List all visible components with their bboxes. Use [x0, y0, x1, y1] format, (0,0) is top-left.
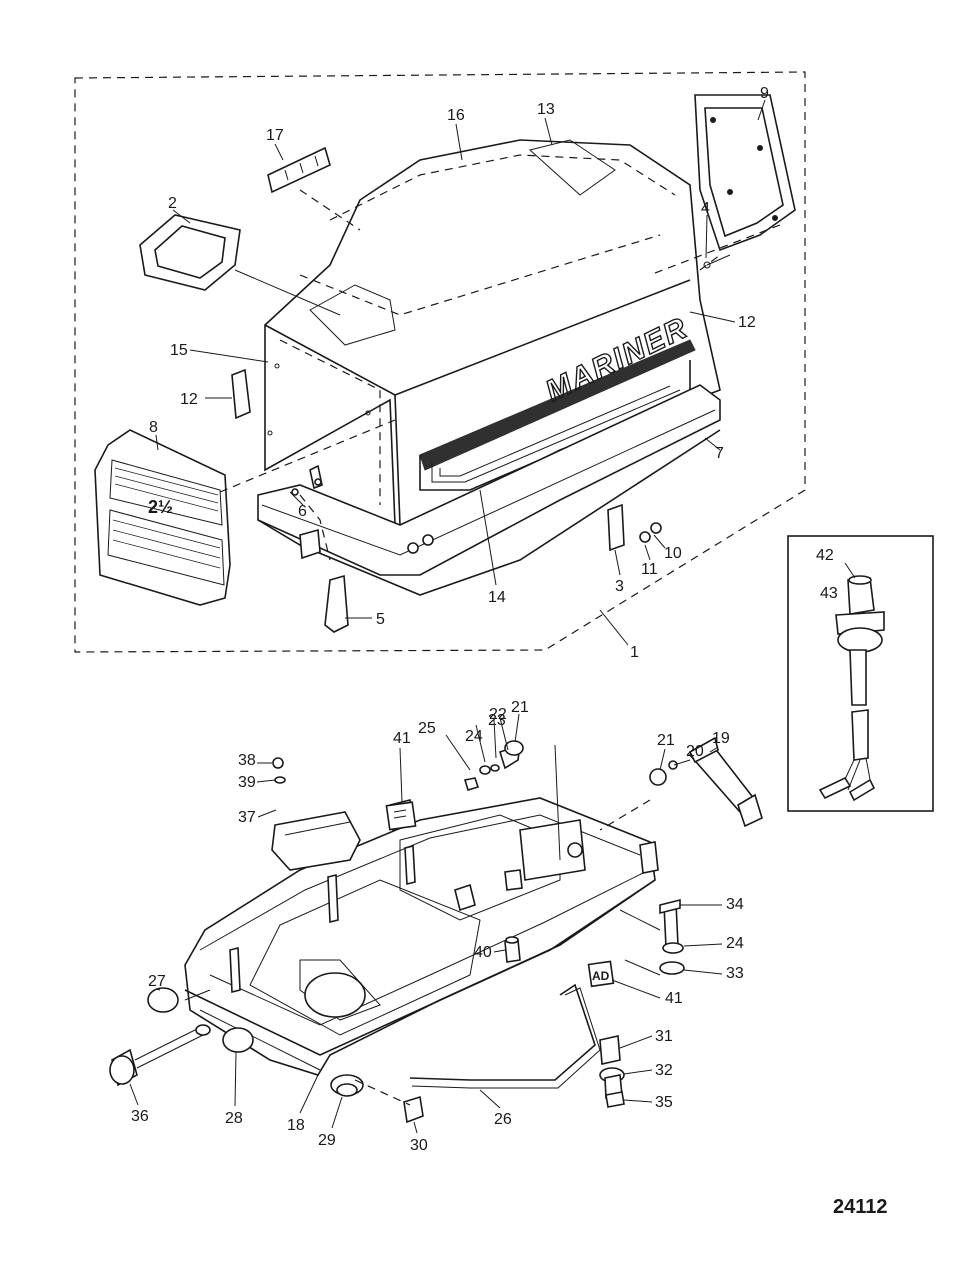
callout-6: 6 [298, 503, 307, 520]
top-cowl: MARINER [264, 139, 721, 526]
callout-12-right: 12 [738, 314, 756, 331]
callout-21-top: 21 [511, 699, 529, 716]
callout-18: 18 [287, 1117, 305, 1134]
callout-12-left: 12 [180, 391, 198, 408]
hardware-top [271, 736, 763, 963]
callout-43: 43 [820, 585, 838, 602]
callout-26: 26 [494, 1111, 512, 1128]
leader-lines [184, 744, 661, 1106]
callout-35: 35 [655, 1094, 673, 1111]
callout-19: 19 [712, 730, 730, 747]
callout-34: 34 [726, 896, 744, 913]
callout-4: 4 [701, 200, 710, 217]
callout-39: 39 [238, 774, 256, 791]
callout-7: 7 [715, 445, 724, 462]
callout-37: 37 [238, 809, 256, 826]
seal-strip-part-26 [409, 983, 596, 1081]
callout-10: 10 [664, 545, 682, 562]
cowl-assembly-border [74, 71, 806, 653]
callout-16: 16 [447, 107, 465, 124]
grille-decal-text: 2½ [148, 497, 173, 517]
callout-3: 3 [615, 578, 624, 595]
callout-15: 15 [170, 342, 188, 359]
callout-32: 32 [655, 1062, 673, 1079]
callout-24-top: 24 [465, 728, 483, 745]
callout-2: 2 [168, 195, 177, 212]
callout-31: 31 [655, 1028, 673, 1045]
callout-20: 20 [686, 743, 704, 760]
lower-cowl-band [257, 384, 721, 596]
callout-41-top: 41 [393, 730, 411, 747]
grommet-part-2 [139, 214, 241, 291]
callout-28: 28 [225, 1110, 243, 1127]
decal-part-17 [267, 146, 331, 194]
callout-41-right: 41 [665, 990, 683, 1007]
callout-22: 22 [489, 706, 507, 723]
callout-27: 27 [148, 973, 166, 990]
callout-42: 42 [816, 547, 834, 564]
callout-5: 5 [376, 611, 385, 628]
callout-21-right: 21 [657, 732, 675, 749]
callout-36: 36 [131, 1108, 149, 1125]
callout-17: 17 [266, 127, 284, 144]
access-panel-part-9 [694, 94, 796, 252]
callout-30: 30 [410, 1137, 428, 1154]
callout-24-right: 24 [726, 935, 744, 952]
callout-8: 8 [149, 419, 158, 436]
callout-40: 40 [474, 944, 492, 961]
front-grille-part-8: 2½ [94, 429, 231, 606]
callout-33: 33 [726, 965, 744, 982]
hardware-right: AD [587, 898, 685, 1108]
figure-number: 24112 [833, 1196, 888, 1218]
brackets [291, 464, 662, 633]
hardware-left [109, 987, 424, 1124]
callout-11: 11 [641, 561, 658, 578]
callout-labels: 2 17 16 13 9 4 12 15 12 8 7 6 14 10 11 3 [129, 85, 856, 1154]
decal-part-12-left [231, 368, 251, 420]
callout-1: 1 [630, 644, 639, 661]
callout-25: 25 [418, 720, 436, 737]
bottom-cowl [184, 797, 659, 1076]
inset-border [787, 535, 934, 812]
callout-38: 38 [238, 752, 256, 769]
callout-13: 13 [537, 101, 555, 118]
callout-29: 29 [318, 1132, 336, 1149]
callout-9: 9 [760, 85, 769, 102]
stop-switch-part-42 [818, 575, 885, 802]
decal-ad-text: AD [592, 969, 610, 983]
callout-14: 14 [488, 589, 506, 606]
